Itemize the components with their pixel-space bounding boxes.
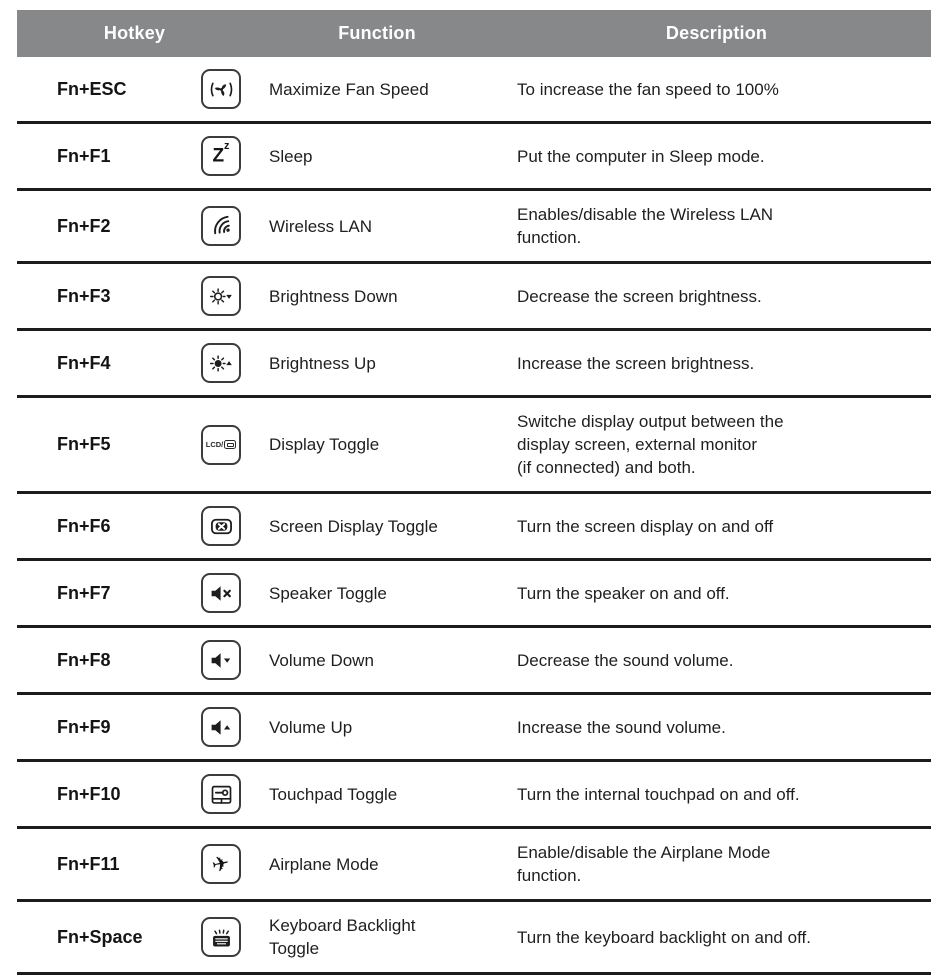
description-text: Put the computer in Sleep mode. [502,123,931,190]
hotkey-label: Fn+F3 [17,263,190,330]
header-description: Description [502,10,931,57]
description-text: Turn the keyboard backlight on and off. [502,901,931,974]
wireless-lan-icon [201,206,241,246]
header-hotkey: Hotkey [17,10,252,57]
touchpad-toggle-icon [201,774,241,814]
description-text: Decrease the sound volume. [502,627,931,694]
table-row: Fn+F6 Screen Display Toggle Turn the scr… [17,493,931,560]
function-label: Brightness Up [252,330,502,397]
table-row: Fn+F10 Touchpad Toggle Turn the internal… [17,761,931,828]
hotkey-label: Fn+F9 [17,694,190,761]
function-label: Wireless LAN [252,190,502,263]
hotkey-label: Fn+F8 [17,627,190,694]
brightness-up-icon [201,343,241,383]
function-label: Volume Up [252,694,502,761]
screen-display-toggle-icon [201,506,241,546]
table-row: Fn+F4 Brightness Up Increase the screen … [17,330,931,397]
hotkey-label: Fn+F11 [17,828,190,901]
hotkey-label: Fn+F2 [17,190,190,263]
hotkey-label: Fn+Space [17,901,190,974]
table-header-row: Hotkey Function Description [17,10,931,57]
table-row: Fn+ESC Maximize Fan Speed To increase th… [17,57,931,123]
hotkey-label: Fn+F7 [17,560,190,627]
table-row: Fn+F1 Zz Sleep Put the computer in Sleep… [17,123,931,190]
volume-down-icon [201,640,241,680]
table-row: Fn+F7 Speaker Toggle Turn the speaker on… [17,560,931,627]
description-text: Switche display output between the displ… [502,397,931,493]
fan-icon [201,69,241,109]
description-text: Turn the screen display on and off [502,493,931,560]
function-label: Speaker Toggle [252,560,502,627]
description-text: Enable/disable the Airplane Mode functio… [502,828,931,901]
table-row: Fn+F8 Volume Down Decrease the sound vol… [17,627,931,694]
function-label: Touchpad Toggle [252,761,502,828]
description-text: Turn the internal touchpad on and off. [502,761,931,828]
table-row: Fn+Space Keyboard Backl [17,901,931,974]
function-label: Maximize Fan Speed [252,57,502,123]
table-row: Fn+F9 Volume Up Increase the sound volum… [17,694,931,761]
function-label: Volume Down [252,627,502,694]
hotkey-label: Fn+F6 [17,493,190,560]
description-text: Increase the sound volume. [502,694,931,761]
keyboard-backlight-icon [201,917,241,957]
description-text: Turn the speaker on and off. [502,560,931,627]
table-row: Fn+F2 Wireless LAN Enables/disable the W… [17,190,931,263]
function-label: Brightness Down [252,263,502,330]
description-text: Enables/disable the Wireless LAN functio… [502,190,931,263]
hotkey-label: Fn+ESC [17,57,190,123]
volume-up-icon [201,707,241,747]
display-toggle-icon: LCD/ [201,425,241,465]
function-label: Sleep [252,123,502,190]
function-label: Keyboard Backlight Toggle [252,901,502,974]
brightness-down-icon [201,276,241,316]
function-label: Screen Display Toggle [252,493,502,560]
hotkey-label: Fn+F5 [17,397,190,493]
hotkey-label: Fn+F1 [17,123,190,190]
table-row: Fn+F3 Brightness Down Decrease the scree… [17,263,931,330]
airplane-mode-icon: ✈ [201,844,241,884]
sleep-icon: Zz [201,136,241,176]
function-label: Display Toggle [252,397,502,493]
speaker-toggle-icon [201,573,241,613]
table-row: Fn+F11 ✈ Airplane Mode Enable/disable th… [17,828,931,901]
hotkey-label: Fn+F4 [17,330,190,397]
header-function: Function [252,10,502,57]
hotkey-label: Fn+F10 [17,761,190,828]
hotkey-function-table: Hotkey Function Description Fn+ESC Max [17,10,931,975]
table-row: Fn+F5 LCD/ Display Toggle Switche displa… [17,397,931,493]
description-text: Decrease the screen brightness. [502,263,931,330]
description-text: To increase the fan speed to 100% [502,57,931,123]
function-label: Airplane Mode [252,828,502,901]
description-text: Increase the screen brightness. [502,330,931,397]
